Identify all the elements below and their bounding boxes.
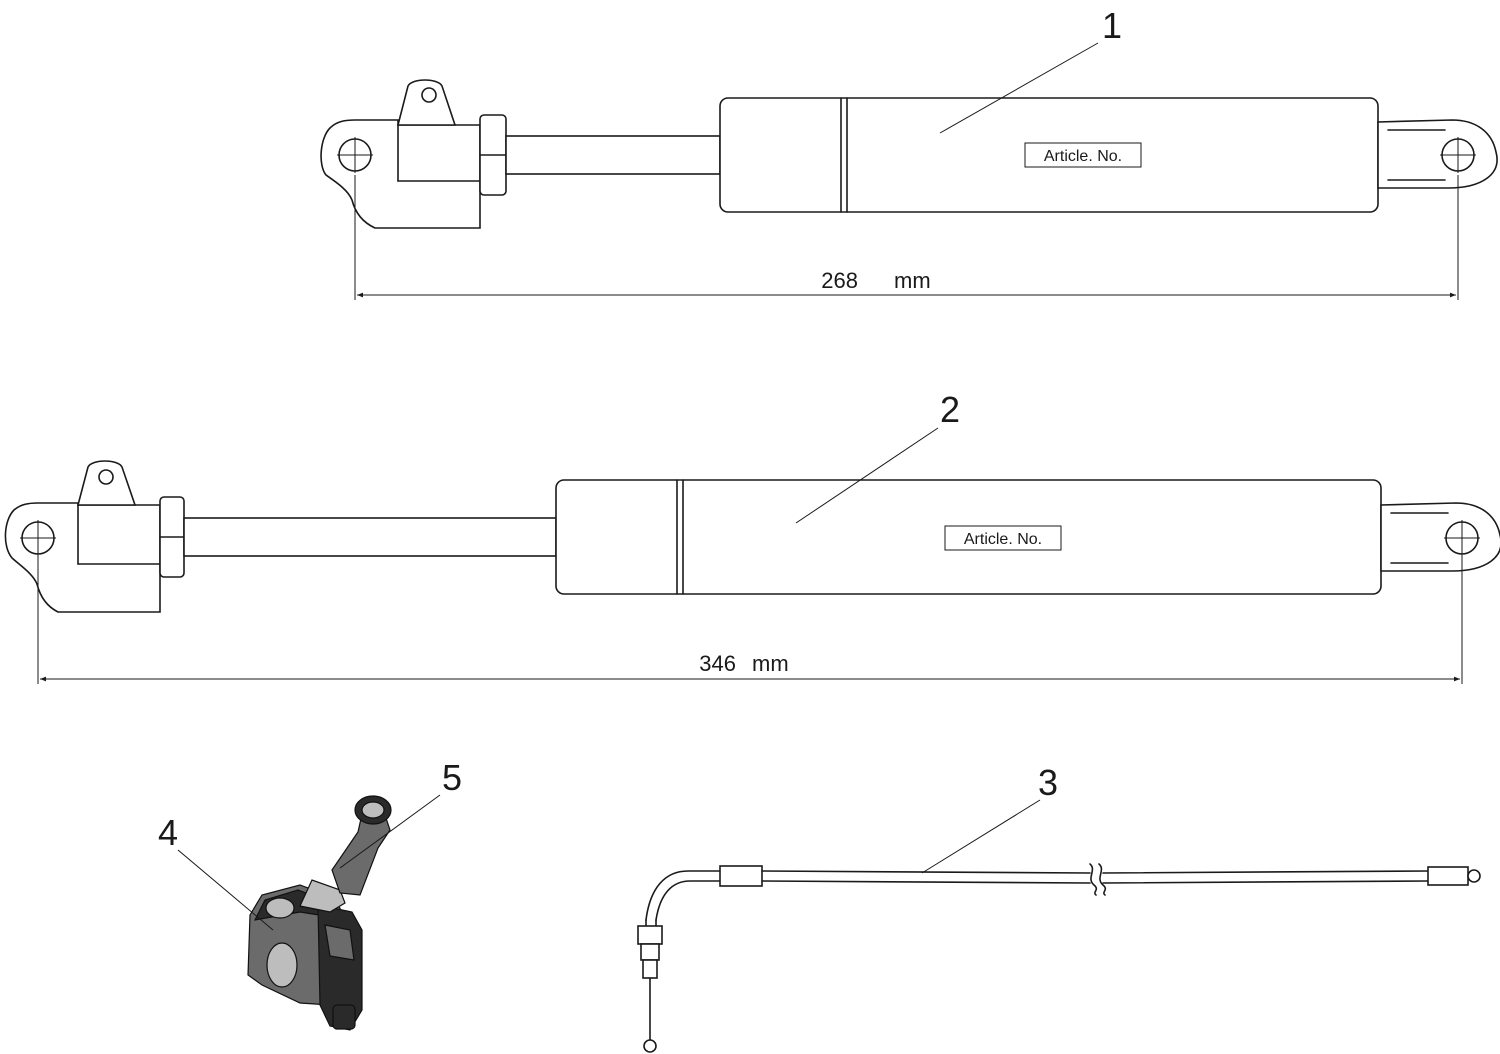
part-number-1: 1 (1102, 5, 1122, 46)
article-number-label-1: Article. No. (1044, 148, 1122, 165)
part-number-3: 3 (1038, 762, 1058, 803)
release-lever-assembly: 4 5 (158, 757, 462, 1031)
dimension-unit-2: mm (752, 651, 789, 676)
dimension-1: 268 mm (354, 175, 1459, 300)
leader-line-2 (795, 427, 939, 524)
part-number-2: 2 (940, 389, 960, 430)
article-number-label-2: Article. No. (964, 531, 1042, 548)
gas-spring-part-2: Article. No. 2 346 mm (4, 389, 1500, 684)
dimension-2: 346 mm (37, 556, 1463, 684)
dimension-value-1: 268 (821, 268, 858, 293)
part-number-4: 4 (158, 812, 178, 853)
leader-line-5 (339, 794, 441, 869)
gas-spring-part-1: Article. No. 1 268 mm (320, 5, 1498, 300)
leader-line-4 (177, 849, 274, 931)
article-number-box-1 (1024, 142, 1142, 168)
leader-line-1 (939, 42, 1099, 134)
part-number-5: 5 (442, 757, 462, 798)
leader-line-3 (921, 799, 1041, 874)
dimension-value-2: 346 (699, 651, 736, 676)
release-cable-part-3: 3 (637, 762, 1481, 1053)
dimension-unit-1: mm (894, 268, 931, 293)
article-number-box-2 (944, 525, 1062, 551)
